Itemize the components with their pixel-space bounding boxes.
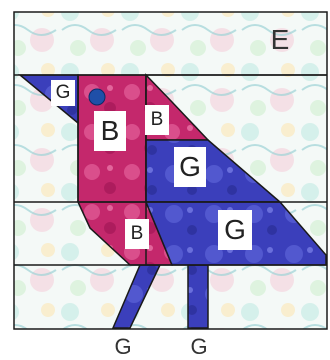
- leg-right: [188, 265, 208, 328]
- label-background-e: E: [264, 22, 296, 58]
- label-tail-g: G: [218, 210, 252, 250]
- label-lower-b: B: [125, 219, 149, 249]
- label-leg-left-g: G: [108, 334, 138, 360]
- bird-eye: [89, 89, 105, 105]
- label-head-g: G: [51, 80, 75, 106]
- label-leg-right-g: G: [184, 334, 214, 360]
- label-neck-b: B: [145, 105, 169, 135]
- label-wing-g: G: [174, 147, 206, 187]
- label-breast-b: B: [94, 111, 126, 151]
